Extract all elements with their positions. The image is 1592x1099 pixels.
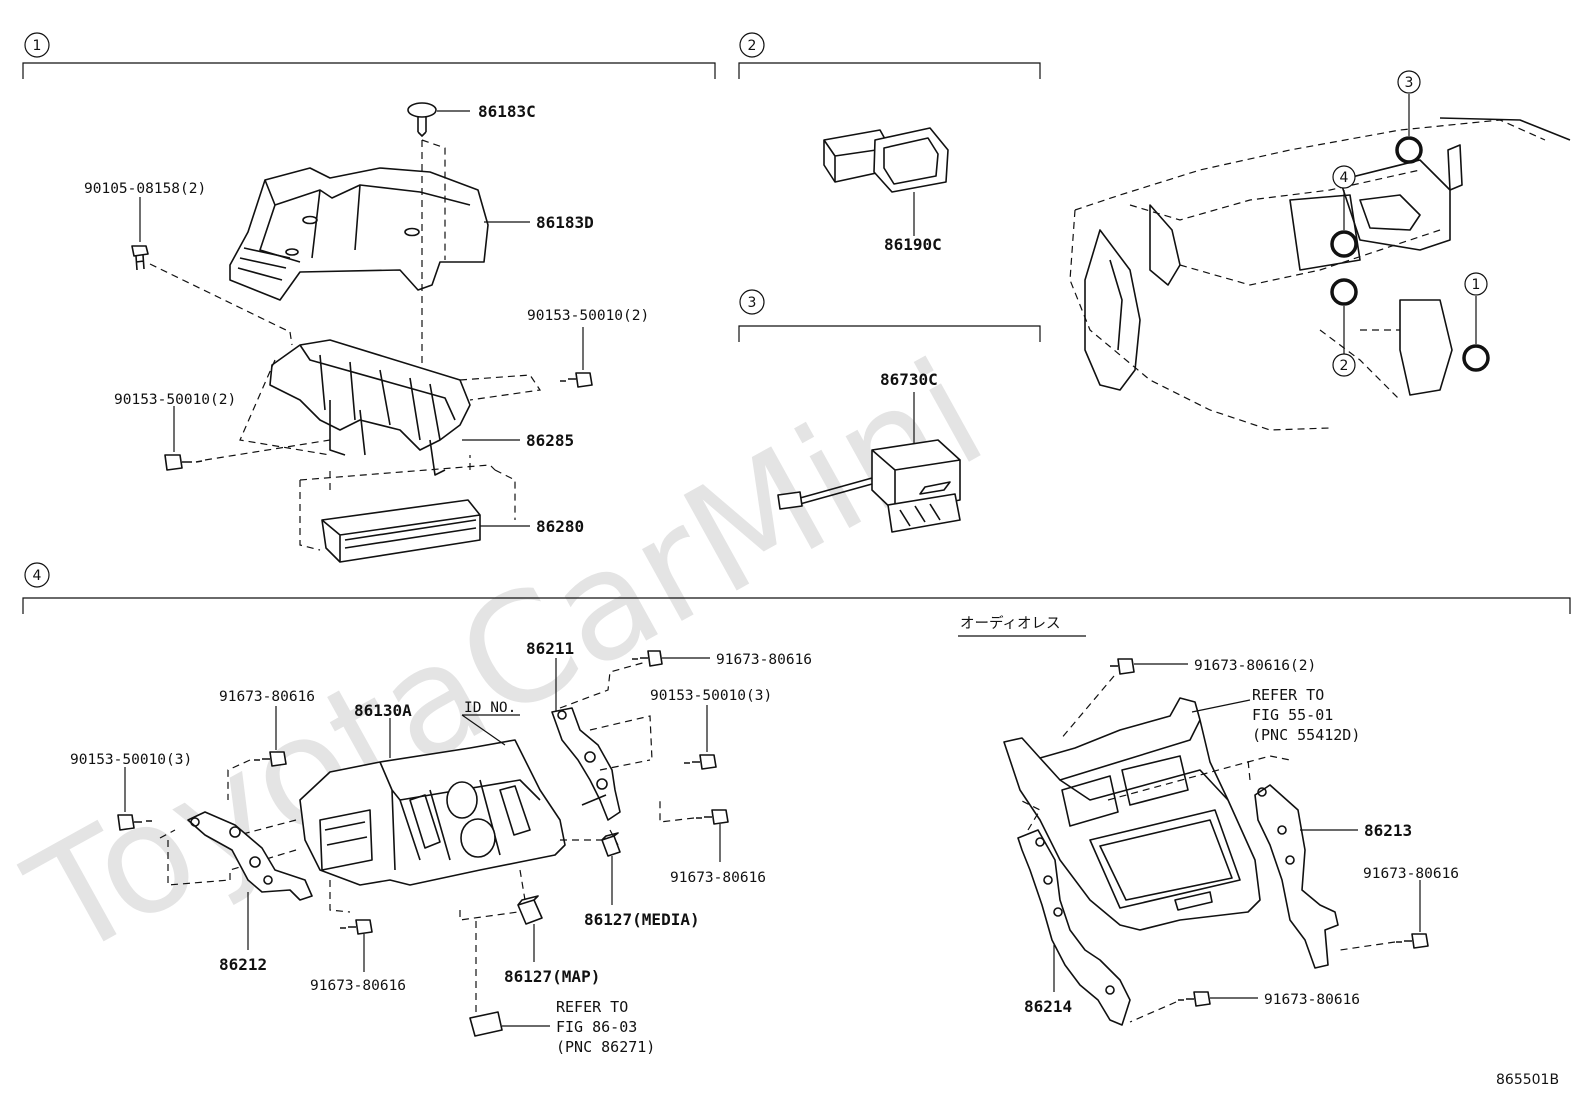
label-86280: 86280 (536, 517, 584, 536)
button-86127-map-drawing (459, 895, 543, 962)
label-86730c: 86730C (880, 370, 938, 389)
label-86285: 86285 (526, 431, 574, 450)
screw-91673-bottom-drawing (340, 919, 373, 972)
watermark-text: ToyotaCarMini (2, 328, 1010, 992)
locator-marker-2: 2 (1332, 353, 1356, 377)
bracket-86214-drawing (1017, 799, 1131, 1026)
bolt-90153-left-drawing (164, 406, 331, 471)
refer-a-line2: FIG 86-03 (556, 1018, 637, 1036)
section-4-marker: 4 (22, 562, 1571, 614)
locator-marker-1-number: 1 (1472, 277, 1481, 293)
label-91673-80616-left-top: 91673-80616 (219, 689, 315, 705)
audio-panel-86130a-drawing (219, 714, 620, 913)
label-86212: 86212 (219, 955, 267, 974)
bolt-90153-right-drawing (560, 327, 593, 388)
locator-marker-3-number: 3 (1405, 75, 1414, 91)
bracket-86213-drawing (1247, 759, 1358, 969)
label-91673-80616-2: 91673-80616(2) (1194, 658, 1316, 674)
refer-b-line2: FIG 55-01 (1252, 706, 1333, 724)
module-86730c-drawing (777, 392, 961, 533)
label-id-no: ID NO. (464, 700, 516, 716)
button-86127-media-drawing (601, 832, 621, 905)
refer-a-part-drawing (469, 920, 550, 1037)
refer-b-line1: REFER TO (1252, 686, 1324, 704)
bracket-86212-drawing (159, 811, 313, 950)
label-91673-80616-right-edge: 91673-80616 (1363, 866, 1459, 882)
label-90153-50010-left-panel: 90153-50010(3) (70, 752, 192, 768)
cover-86183d-drawing (229, 139, 530, 380)
switch-86190c-drawing (823, 127, 949, 236)
screw-91673-2-drawing (1059, 658, 1188, 741)
section-2-marker: 2 (738, 32, 1041, 79)
label-91673-80616-top: 91673-80616 (716, 652, 812, 668)
locator-marker-2-number: 2 (1340, 358, 1349, 374)
section-3-marker: 3 (738, 289, 1041, 342)
locator-marker-3: 3 (1397, 70, 1421, 94)
bezel-frame-drawing (1003, 697, 1291, 931)
label-90153-50010-right: 90153-50010(3) (650, 688, 772, 704)
section-4-number: 4 (33, 568, 42, 584)
refer-a-line1: REFER TO (556, 998, 628, 1016)
section-2-number: 2 (748, 38, 757, 54)
label-91673-80616-right-mid: 91673-80616 (670, 870, 766, 886)
screw-91673-top-drawing (632, 650, 710, 667)
refer-b-line3: (PNC 55412D) (1252, 726, 1360, 744)
label-90153-50010-upper-right: 90153-50010(2) (527, 308, 649, 324)
section-4-subtitle: オーディオレス (960, 614, 1060, 632)
locator-marker-4: 4 (1332, 165, 1356, 189)
label-86183c: 86183C (478, 102, 536, 121)
label-86211: 86211 (526, 639, 574, 658)
locator-marker-4-number: 4 (1340, 170, 1349, 186)
label-91673-80616-bottom: 91673-80616 (310, 978, 406, 994)
car-interior-locator-drawing (1069, 94, 1571, 431)
screw-91673-left-top-drawing (227, 706, 287, 800)
bracket-86211-drawing (551, 658, 653, 821)
label-86127-map: 86127(MAP) (504, 967, 600, 986)
label-86213: 86213 (1364, 821, 1412, 840)
clip-86183c-drawing (407, 102, 470, 137)
section-1-number: 1 (33, 38, 42, 54)
label-86214: 86214 (1024, 997, 1072, 1016)
screw-91673-right-edge-drawing (1339, 880, 1429, 951)
bracket-86285-drawing (239, 331, 542, 476)
bolt-90153-right-panel-drawing (684, 705, 717, 770)
refer-a-line3: (PNC 86271) (556, 1038, 655, 1056)
screw-91673-bottom-right-drawing (1129, 991, 1258, 1023)
bolt-90153-left-panel-drawing (117, 767, 152, 831)
label-86130a: 86130A (354, 701, 412, 720)
section-3-number: 3 (748, 295, 757, 311)
label-90105-08158: 90105-08158(2) (84, 181, 206, 197)
bolt-90105-drawing (131, 197, 291, 333)
label-91673-80616-bottom-right: 91673-80616 (1264, 992, 1360, 1008)
label-86190c: 86190C (884, 235, 942, 254)
module-86280-drawing (299, 455, 530, 563)
screw-91673-right-mid-drawing (659, 800, 729, 862)
locator-marker-1: 1 (1464, 272, 1488, 296)
figure-code: 865501B (1496, 1072, 1559, 1088)
label-86127-media: 86127(MEDIA) (584, 910, 700, 929)
label-90153-50010-left: 90153-50010(2) (114, 392, 236, 408)
label-86183d: 86183D (536, 213, 594, 232)
section-1-marker: 1 (22, 32, 716, 79)
